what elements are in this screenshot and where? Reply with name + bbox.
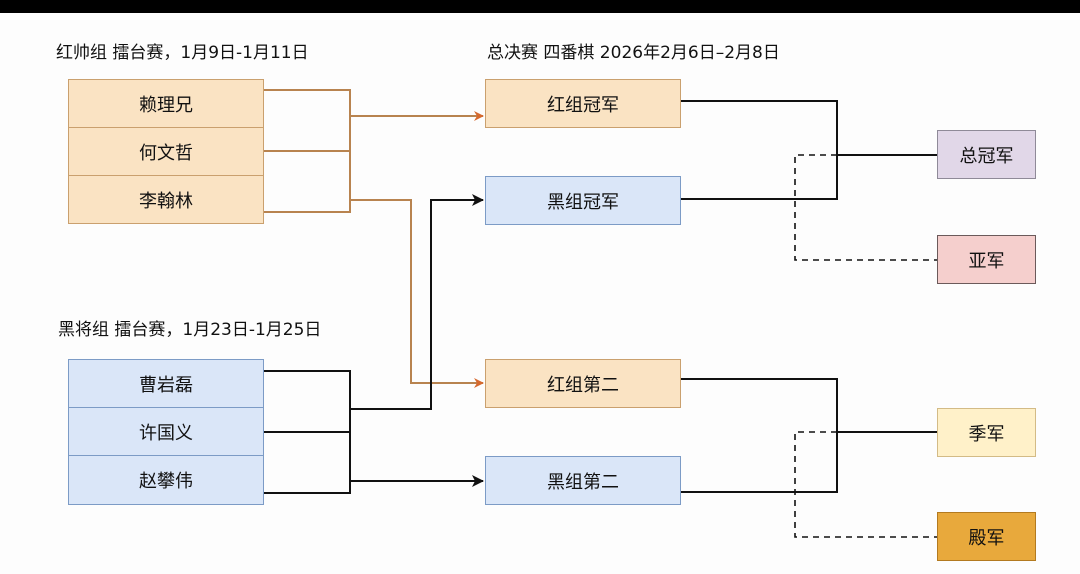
final-bracket [680, 100, 937, 200]
red-second-arrow [350, 199, 484, 388]
final-header: 总决赛 四番棋 2026年2月6日–2月8日 [487, 43, 780, 63]
champion-box: 总冠军 [937, 130, 1036, 179]
red-player-1: 赖理兄 [68, 79, 264, 128]
third-place-box: 季军 [937, 408, 1036, 457]
black-player-2: 许国义 [68, 407, 264, 456]
fourth-place-dashed-line [794, 431, 937, 538]
runner-up-dashed-line [794, 154, 937, 261]
red-group-bracket [263, 89, 351, 213]
red-player-2: 何文哲 [68, 127, 264, 176]
black-player-3: 赵攀伟 [68, 455, 264, 505]
runner-up-box: 亚军 [937, 235, 1036, 284]
black-winner-arrow [350, 194, 484, 410]
third-place-bracket [680, 378, 937, 493]
red-group-header: 红帅组 擂台赛，1月9日-1月11日 [56, 43, 309, 63]
red-champion-box: 红组冠军 [485, 79, 681, 128]
black-second-box: 黑组第二 [485, 456, 681, 505]
black-player-1: 曹岩磊 [68, 359, 264, 408]
red-player-3: 李翰林 [68, 175, 264, 224]
top-bar [0, 0, 1080, 13]
black-group-bracket [263, 370, 351, 494]
black-champion-box: 黑组冠军 [485, 176, 681, 225]
red-second-box: 红组第二 [485, 359, 681, 408]
black-group-header: 黑将组 擂台赛，1月23日-1月25日 [58, 320, 322, 340]
fourth-place-box: 殿军 [937, 512, 1036, 561]
